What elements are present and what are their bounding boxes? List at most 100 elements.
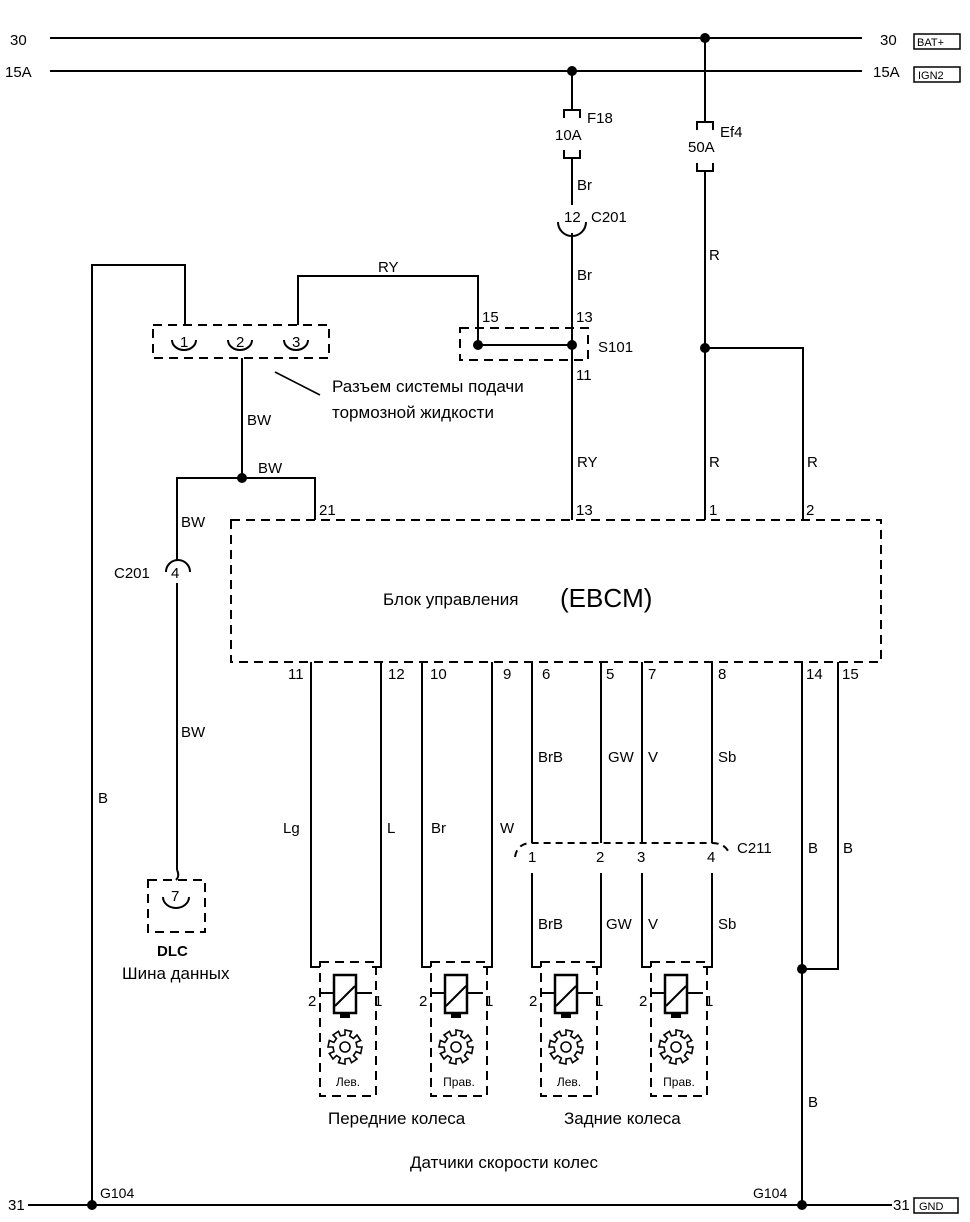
c201-top-name: C201 (591, 209, 627, 226)
sensor-pin-right: 1 (374, 993, 382, 1010)
ground-left-label: 31 (8, 1197, 25, 1214)
wire-label: R (709, 247, 720, 264)
wheel-speed-sensors-label: Датчики скорости колес (410, 1153, 598, 1172)
ground-point-left: G104 (100, 1185, 134, 1201)
sensor-side-label: Лев. (336, 1075, 360, 1089)
ebcm-pin: 14 (806, 666, 823, 683)
rail-15a: 15A 15A IGN2 (5, 64, 961, 83)
fuse-f18: F18 10A (555, 71, 613, 205)
wire-label: RY (577, 454, 598, 471)
ebcm-pin: 11 (288, 666, 304, 683)
wire-label: Sb (718, 749, 736, 766)
ebcm-pin: 7 (648, 666, 656, 683)
ebcm-pin: 13 (576, 502, 593, 519)
ground-right-label: 31 (893, 1197, 910, 1214)
sensor-pin-right: 1 (485, 993, 493, 1010)
c201-left-name: C201 (114, 565, 150, 582)
gnd-badge-text: GND (919, 1201, 944, 1213)
ebcm-pin: 10 (430, 666, 447, 683)
brake-fluid-label-line1: Разъем системы подачи (332, 377, 524, 396)
c211-name: C211 (737, 840, 772, 857)
wire-label: BW (247, 412, 272, 429)
bat-badge-text: BAT+ (917, 37, 944, 49)
ground-rail: 31 G104 G104 31 GND (8, 1185, 959, 1214)
s101-pin-bottom: 11 (576, 367, 592, 384)
wire-label: Lg (283, 820, 300, 837)
c211-pin: 1 (528, 849, 536, 866)
f18-rating: 10A (555, 127, 582, 144)
rail-30: 30 30 BAT+ (10, 32, 961, 50)
gear-icon (327, 1029, 363, 1065)
wire-label: GW (606, 916, 633, 933)
wire-label: B (808, 840, 818, 857)
wire-label: BrB (538, 749, 563, 766)
dlc-desc: Шина данных (122, 964, 230, 983)
sensor-tip (340, 1013, 350, 1018)
ef4-name: Ef4 (720, 124, 743, 141)
c201-left-pin: 4 (171, 565, 179, 582)
pin-label: 1 (180, 334, 188, 351)
pin-label: 2 (236, 334, 244, 351)
wire-label: BW (181, 724, 206, 741)
gear-icon (658, 1029, 694, 1065)
wire-label: BW (258, 460, 283, 477)
wire-label: GW (608, 749, 635, 766)
wire-label: R (807, 454, 818, 471)
dlc-pin: 7 (171, 888, 179, 905)
rail-30-left-label: 30 (10, 32, 27, 49)
wire-label: RY (378, 259, 399, 276)
wire-label: Br (577, 267, 592, 284)
dlc-connector: 7 DLC Шина данных (122, 869, 230, 983)
gnd-badge (913, 1197, 959, 1214)
wire-label: BrB (538, 916, 563, 933)
c211-pin: 2 (596, 849, 604, 866)
s101-name: S101 (598, 339, 633, 356)
f18-name: F18 (587, 110, 613, 127)
wire-label: Br (577, 177, 592, 194)
wire-label: Br (431, 820, 446, 837)
rail-15a-left-label: 15A (5, 64, 32, 81)
dlc-name: DLC (157, 943, 188, 960)
connector-c201-top: 12 C201 (557, 209, 627, 237)
sensor-pin-left: 2 (529, 993, 537, 1010)
sensor-tip (451, 1013, 461, 1018)
splice-s101: 15 13 11 S101 (459, 309, 633, 384)
wire-label: B (843, 840, 853, 857)
c201-top-pin: 12 (564, 209, 581, 226)
brake-fluid-label-line2: тормозной жидкости (332, 403, 494, 422)
sensor-tip (561, 1013, 571, 1018)
wire-label: V (648, 749, 658, 766)
sensor-side-label: Прав. (663, 1075, 695, 1089)
sensor-pin-left: 2 (419, 993, 427, 1010)
wire-label: V (648, 916, 658, 933)
s101-pin-top: 13 (576, 309, 593, 326)
sensor-tip (671, 1013, 681, 1018)
brake-fluid-connector: 1 2 3 Разъем системы подачи тормозной жи… (152, 324, 524, 422)
c211-pin: 3 (637, 849, 645, 866)
gear-icon (548, 1029, 584, 1065)
ground-point-right: G104 (753, 1185, 787, 1201)
ef4-rating: 50A (688, 139, 715, 156)
ebcm-pin: 9 (503, 666, 511, 683)
sensor-pin-right: 1 (595, 993, 603, 1010)
sensor-side-label: Прав. (443, 1075, 475, 1089)
ebcm-pin: 8 (718, 666, 726, 683)
wire-label: BW (181, 514, 206, 531)
ebcm-label: Блок управления (383, 590, 518, 609)
ebcm-module: Блок управления (EBCM) 21 13 1 2 11 12 1… (230, 502, 882, 683)
front-sensor-wires (310, 662, 493, 968)
ebcm-pin: 6 (542, 666, 550, 683)
sensor-side-label: Лев. (557, 1075, 581, 1089)
gear-icon (438, 1029, 474, 1065)
wire-label: Sb (718, 916, 736, 933)
splice-dot (797, 964, 807, 974)
ebcm-pin: 15 (842, 666, 859, 683)
ign-badge-text: IGN2 (918, 70, 944, 82)
ebcm-pin: 5 (606, 666, 614, 683)
fuse-ef4: Ef4 50A (688, 38, 743, 520)
